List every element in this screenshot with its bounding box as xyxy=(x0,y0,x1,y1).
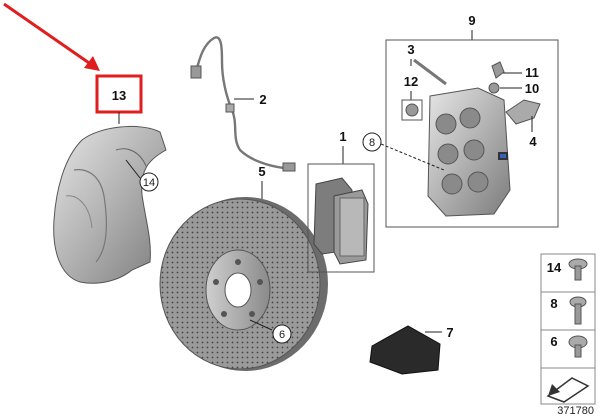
label-10: 10 xyxy=(525,81,539,96)
bolt-14-icon xyxy=(568,258,588,281)
label-11: 11 xyxy=(525,65,539,80)
clip-11 xyxy=(491,61,505,79)
legend-label-8: 8 xyxy=(550,296,557,311)
label-1: 1 xyxy=(339,129,346,144)
fastener-legend: 14 8 6 xyxy=(540,253,596,405)
red-pointer-arrow xyxy=(3,2,100,71)
brake-pads xyxy=(313,177,369,265)
label-3: 3 xyxy=(407,42,414,57)
caliper-frame xyxy=(385,39,559,228)
label-8-callout: 8 xyxy=(369,137,375,149)
label-6-callout: 6 xyxy=(279,329,285,341)
wear-sensor xyxy=(190,36,296,172)
assembly-paste-packet xyxy=(369,325,441,375)
clip-10 xyxy=(488,82,500,94)
bolt-8-icon xyxy=(569,296,587,325)
pads-frame xyxy=(307,163,375,273)
bolt-6-icon xyxy=(568,335,588,358)
grommet xyxy=(405,103,419,117)
label-9: 9 xyxy=(468,13,475,28)
brake-caliper xyxy=(427,87,511,217)
label-14-callout: 14 xyxy=(143,177,155,189)
label-5: 5 xyxy=(258,164,265,179)
direction-arrow-icon xyxy=(546,377,590,403)
catalog-number: 371780 xyxy=(557,405,594,417)
label-12: 12 xyxy=(404,74,418,89)
label-13: 13 xyxy=(112,88,126,103)
label-4: 4 xyxy=(529,134,537,149)
legend-label-6: 6 xyxy=(550,334,557,349)
label-2: 2 xyxy=(259,92,266,107)
brake-shield xyxy=(53,125,167,284)
guide-pin xyxy=(413,58,447,86)
legend-label-14: 14 xyxy=(547,260,562,275)
anti-rattle-spring xyxy=(505,99,541,125)
brake-rotor xyxy=(159,197,328,371)
label-7: 7 xyxy=(446,325,453,340)
